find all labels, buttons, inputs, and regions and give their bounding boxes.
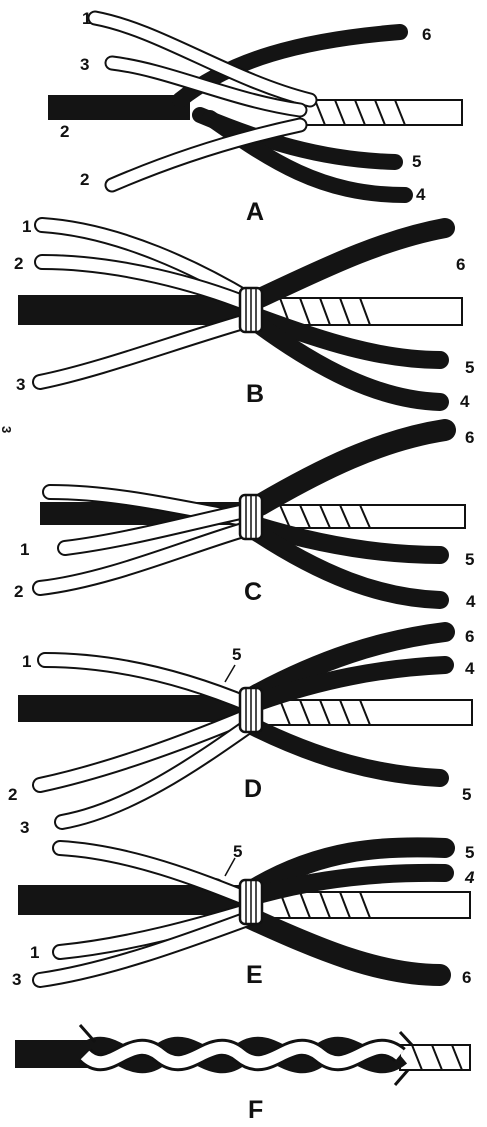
label-e-5-top: 5 bbox=[233, 842, 242, 861]
label-a-2-rope: 2 bbox=[60, 122, 69, 141]
label-b-5: 5 bbox=[465, 358, 474, 377]
dark-strand-6 bbox=[260, 430, 445, 505]
label-c-4: 4 bbox=[466, 592, 476, 611]
panel-a: 1 3 2 2 6 5 4 A bbox=[48, 9, 462, 226]
dark-strand-5 bbox=[250, 725, 440, 778]
label-e-4: 4 bbox=[464, 868, 475, 887]
label-d-1: 1 bbox=[22, 652, 31, 671]
light-rope-right bbox=[262, 505, 465, 528]
label-c-6: 6 bbox=[465, 428, 474, 447]
label-d-2: 2 bbox=[8, 785, 17, 804]
dark-rope-left bbox=[48, 95, 190, 120]
label-e-3: 3 bbox=[12, 970, 21, 989]
label-b-1: 1 bbox=[22, 217, 31, 236]
label-b-3: 3 bbox=[16, 375, 25, 394]
panel-f: F bbox=[15, 1025, 470, 1124]
panel-letter-c: C bbox=[244, 578, 262, 606]
side-mark-3: 3 bbox=[0, 426, 14, 433]
label-c-5: 5 bbox=[465, 550, 474, 569]
label-d-3: 3 bbox=[20, 818, 29, 837]
panel-letter-f: F bbox=[248, 1096, 263, 1124]
label-d-6: 6 bbox=[465, 627, 474, 646]
light-rope-right bbox=[400, 1045, 470, 1070]
dark-rope-left bbox=[15, 1040, 90, 1068]
panel-c: 1 2 6 5 4 C bbox=[14, 428, 476, 611]
label-a-5: 5 bbox=[412, 152, 421, 171]
panel-letter-e: E bbox=[246, 961, 263, 989]
label-d-5-top: 5 bbox=[232, 645, 241, 664]
label-a-4: 4 bbox=[416, 185, 426, 204]
light-rope-right bbox=[262, 892, 470, 918]
light-rope-right bbox=[262, 700, 472, 725]
label-e-1: 1 bbox=[30, 943, 39, 962]
finished-splice bbox=[80, 1025, 412, 1085]
panel-letter-d: D bbox=[244, 775, 262, 803]
label-e-5: 5 bbox=[465, 843, 474, 862]
dark-rope-left bbox=[18, 295, 245, 325]
label-a-2: 2 bbox=[80, 170, 89, 189]
label-b-2: 2 bbox=[14, 254, 23, 273]
label-c-1: 1 bbox=[20, 540, 29, 559]
label-a-3: 3 bbox=[80, 55, 89, 74]
leader-line-5 bbox=[225, 665, 235, 682]
panel-b: 1 2 3 6 5 4 B bbox=[14, 217, 474, 411]
panel-letter-a: A bbox=[246, 198, 264, 226]
label-d-5: 5 bbox=[462, 785, 471, 804]
label-b-4: 4 bbox=[460, 392, 470, 411]
label-d-4: 4 bbox=[465, 659, 475, 678]
dark-strand-6 bbox=[250, 918, 440, 975]
panel-letter-b: B bbox=[246, 380, 264, 408]
panel-e: 1 3 5 5 4 6 E bbox=[12, 842, 475, 989]
label-b-6: 6 bbox=[456, 255, 465, 274]
dark-strand-6 bbox=[260, 228, 445, 298]
label-a-6: 6 bbox=[422, 25, 431, 44]
label-c-2: 2 bbox=[14, 582, 23, 601]
light-rope-right bbox=[300, 100, 462, 125]
panel-d: 1 2 3 5 6 4 5 D bbox=[8, 627, 475, 837]
label-a-1: 1 bbox=[82, 9, 91, 28]
label-e-6: 6 bbox=[462, 968, 471, 987]
